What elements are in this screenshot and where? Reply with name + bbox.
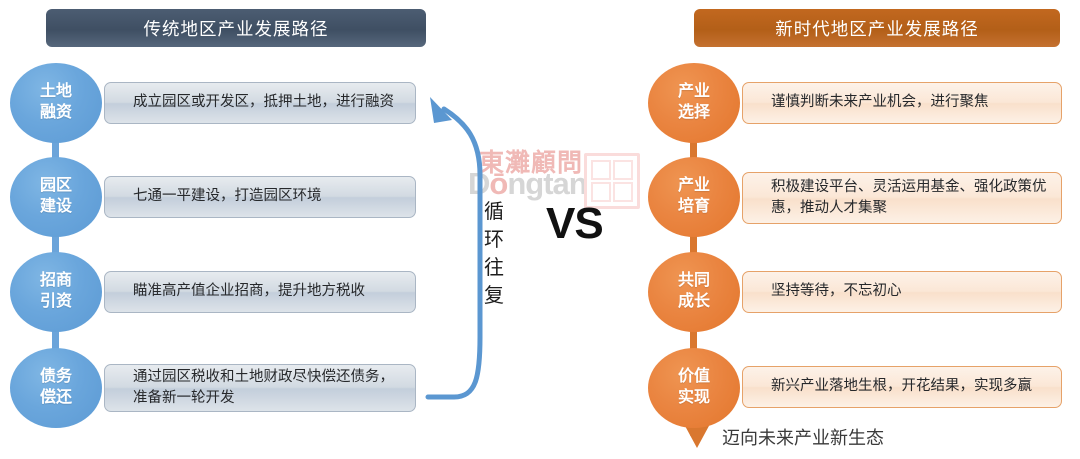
traditional-step-3-node[interactable]: 招商 引资 [10, 252, 102, 332]
new-era-step-4-title-line2: 实现 [677, 389, 710, 406]
new-era-step-2-node[interactable]: 产业 培育 [648, 157, 740, 237]
new-era-step-4-callout: 新兴产业落地生根，开花结果，实现多赢 [742, 366, 1062, 408]
traditional-step-1-callout: 成立园区或开发区，抵押土地，进行融资 [104, 82, 416, 124]
new-era-step-2-callout: 积极建设平台、灵活运用基金、强化政策优惠，推动人才集聚 [742, 172, 1062, 224]
traditional-step-2-desc: 七通一平建设，打造园区环境 [133, 188, 322, 205]
new-era-step-3-node[interactable]: 共同 成长 [648, 252, 740, 332]
traditional-step-4-callout: 通过园区税收和土地财政尽快偿还债务，准备新一轮开发 [104, 364, 416, 412]
new-era-step-1-title-line1: 产业 [677, 83, 710, 101]
traditional-step-2-node[interactable]: 园区 建设 [10, 157, 102, 237]
cycle-label-char-3: 往 [484, 257, 504, 279]
new-era-step-1-callout: 谨慎判断未来产业机会，进行聚焦 [742, 82, 1062, 124]
connector-right-2 [690, 230, 697, 260]
traditional-step-4-node[interactable]: 债务 偿还 [10, 348, 102, 428]
traditional-path-header: 传统地区产业发展路径 [46, 9, 426, 47]
cycle-arrow-icon [425, 97, 483, 400]
traditional-step-4-title-line2: 偿还 [39, 389, 72, 406]
vs-divider-label: VS [546, 199, 604, 248]
connector-right-1 [690, 136, 697, 166]
traditional-step-3-title-line2: 引资 [39, 293, 72, 310]
cycle-label-char-1: 循 [484, 201, 504, 223]
traditional-step-1-title-line1: 土地 [39, 83, 72, 101]
outcome-label: 迈向未来产业新生态 [722, 428, 884, 448]
traditional-step-3-desc: 瞄准高产值企业招商，提升地方税收 [133, 283, 365, 300]
connector-right-3 [690, 325, 697, 355]
connector-left-3 [52, 325, 59, 355]
connector-left-2 [52, 230, 59, 260]
new-era-step-4-title-line1: 价值 [677, 368, 710, 386]
traditional-step-4-title-line1: 债务 [39, 368, 72, 386]
new-era-step-3-title-line2: 成长 [677, 293, 710, 310]
traditional-step-1-desc: 成立园区或开发区，抵押土地，进行融资 [133, 94, 394, 111]
new-era-step-2-desc: 积极建设平台、灵活运用基金、强化政策优惠，推动人才集聚 [771, 178, 1047, 216]
cycle-label-char-4: 复 [484, 285, 504, 307]
new-era-step-3-desc: 坚持等待，不忘初心 [771, 283, 902, 300]
traditional-step-2-callout: 七通一平建设，打造园区环境 [104, 176, 416, 218]
traditional-step-3-callout: 瞄准高产值企业招商，提升地方税收 [104, 271, 416, 313]
new-era-step-3-title-line1: 共同 [677, 272, 710, 290]
traditional-step-3-title-line1: 招商 [39, 272, 72, 290]
traditional-step-4-desc: 通过园区税收和土地财政尽快偿还债务，准备新一轮开发 [133, 368, 394, 406]
new-era-step-1-desc: 谨慎判断未来产业机会，进行聚焦 [771, 94, 989, 111]
cycle-label: 循 环 往 复 [481, 198, 507, 310]
new-era-step-4-node[interactable]: 价值 实现 [648, 348, 740, 428]
traditional-step-1-title-line2: 融资 [39, 104, 72, 121]
new-era-step-1-title-line2: 选择 [677, 104, 710, 121]
outcome-arrow-icon [684, 408, 710, 448]
new-era-step-2-title-line1: 产业 [677, 177, 710, 195]
connector-left-1 [52, 136, 59, 166]
new-era-step-2-title-line2: 培育 [677, 198, 710, 215]
traditional-step-2-title-line2: 建设 [39, 198, 72, 215]
new-era-path-header: 新时代地区产业发展路径 [694, 9, 1060, 47]
traditional-step-1-node[interactable]: 土地 融资 [10, 63, 102, 143]
new-era-path-column: 新时代地区产业发展路径 谨慎判断未来产业机会，进行聚焦 产业 选择 积极建设平台… [640, 0, 1080, 459]
new-era-step-4-desc: 新兴产业落地生根，开花结果，实现多赢 [771, 378, 1032, 395]
new-era-step-1-node[interactable]: 产业 选择 [648, 63, 740, 143]
traditional-path-column: 传统地区产业发展路径 成立园区或开发区，抵押土地，进行融资 土地 融资 七通一平… [0, 0, 520, 459]
cycle-label-char-2: 环 [484, 229, 504, 251]
new-era-step-3-callout: 坚持等待，不忘初心 [742, 271, 1062, 313]
traditional-step-2-title-line1: 园区 [39, 177, 72, 195]
